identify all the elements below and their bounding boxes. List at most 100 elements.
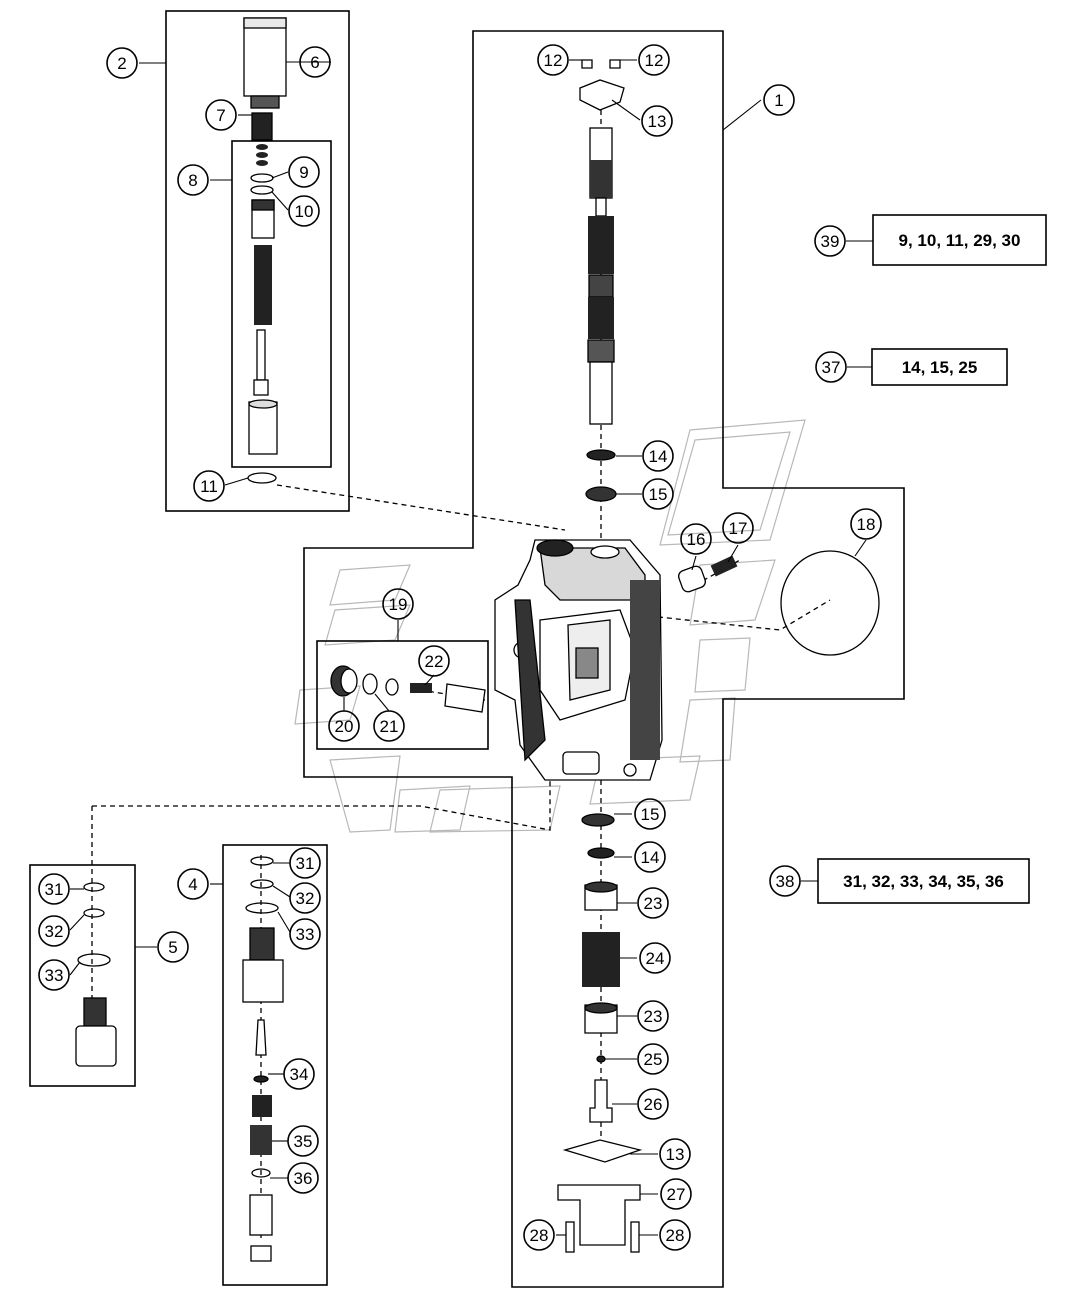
callout-14a: 14 [642,440,674,472]
callout-label: 21 [380,717,399,736]
callout-label: 13 [648,112,667,131]
callout-label: 4 [188,875,197,894]
callout-label: 39 [821,232,840,251]
background-watermark [294,419,806,833]
callout-26: 26 [637,1088,669,1120]
callout-label: 31 [45,880,64,899]
callout-label: 1 [774,91,783,110]
callout-13b: 13 [659,1138,691,1170]
frame-group-2 [165,10,350,512]
callout-37: 37 [815,351,847,383]
callout-label: 14 [641,848,660,867]
callout-6: 6 [299,46,331,78]
kit-text-39: 9, 10, 11, 29, 30 [899,231,1021,250]
callout-12b: 12 [638,44,670,76]
callout-14b: 14 [634,841,666,873]
callout-31a: 31 [38,873,70,905]
callout-label: 38 [776,872,795,891]
callout-label: 34 [290,1065,309,1084]
frame-group-19 [316,640,489,750]
callout-label: 10 [295,202,314,221]
callout-15b: 15 [634,798,666,830]
callout-15a: 15 [642,478,674,510]
callout-label: 32 [296,889,315,908]
callout-28a: 28 [523,1219,555,1251]
callout-18: 18 [850,508,882,540]
frame-group-5 [29,864,136,1087]
callout-label: 22 [425,652,444,671]
callout-33a: 33 [38,959,70,991]
callout-label: 24 [646,949,665,968]
callout-21: 21 [373,710,405,742]
frame-group-1 [303,30,905,1288]
callout-22: 22 [418,645,450,677]
callout-24: 24 [639,942,671,974]
kit-box-39 [872,214,1047,266]
callout-label: 12 [645,51,664,70]
callout-32b: 32 [289,882,321,914]
callout-label: 18 [857,515,876,534]
callout-label: 15 [649,485,668,504]
callout-label: 16 [687,530,706,549]
callout-label: 20 [335,717,354,736]
leader-lines [69,59,873,1236]
check-valve-parts [330,665,486,713]
callout-label: 17 [729,519,748,538]
callout-label: 19 [389,595,408,614]
callout-5: 5 [157,931,189,963]
callout-label: 37 [822,358,841,377]
callout-23a: 23 [637,887,669,919]
relief-valve-parts [243,17,287,484]
callout-9: 9 [288,156,320,188]
callout-19: 19 [382,588,414,620]
frame-group-4 [222,844,328,1286]
callout-label: 26 [644,1095,663,1114]
callout-label: 8 [188,171,197,190]
callout-label: 32 [45,922,64,941]
callout-35: 35 [287,1125,319,1157]
callout-2: 2 [106,47,138,79]
kit-text-37: 14, 15, 25 [902,358,978,377]
callout-8: 8 [177,164,209,196]
callout-label: 33 [296,925,315,944]
callout-25: 25 [637,1043,669,1075]
lower-spring-parts [557,881,643,1253]
callout-39: 39 [814,225,846,257]
callout-label: 27 [667,1185,686,1204]
callouts: 1 2 4 5 6 7 8 9 10 11 12 12 13 14 15 16 … [38,44,882,1251]
callout-label: 6 [310,53,319,72]
valve-body [494,539,663,859]
callout-label: 14 [649,447,668,466]
callout-label: 5 [168,938,177,957]
callout-31b: 31 [289,847,321,879]
callout-label: 33 [45,966,64,985]
callout-13a: 13 [641,105,673,137]
group-frames [29,10,905,1288]
callout-label: 7 [216,106,225,125]
callout-27: 27 [660,1178,692,1210]
callout-label: 28 [666,1226,685,1245]
callout-label: 31 [296,854,315,873]
callout-32a: 32 [38,915,70,947]
callout-34: 34 [283,1058,315,1090]
callout-38: 38 [769,865,801,897]
callout-label: 2 [117,54,126,73]
callout-28b: 28 [659,1219,691,1251]
callout-label: 13 [666,1145,685,1164]
callout-20: 20 [328,710,360,742]
callout-17: 17 [722,512,754,544]
callout-label: 25 [644,1050,663,1069]
kit-text-38: 31, 32, 33, 34, 35, 36 [843,872,1004,891]
plug-and-seal-parts [678,550,880,656]
callout-33b: 33 [289,918,321,950]
frame-group-8 [231,140,332,468]
callout-36: 36 [287,1162,319,1194]
callout-label: 9 [299,163,308,182]
callout-12a: 12 [537,44,569,76]
callout-label: 23 [644,894,663,913]
callout-23b: 23 [637,1000,669,1032]
callout-label: 23 [644,1007,663,1026]
port-relief-parts [75,856,284,1262]
callout-label: 36 [294,1169,313,1188]
